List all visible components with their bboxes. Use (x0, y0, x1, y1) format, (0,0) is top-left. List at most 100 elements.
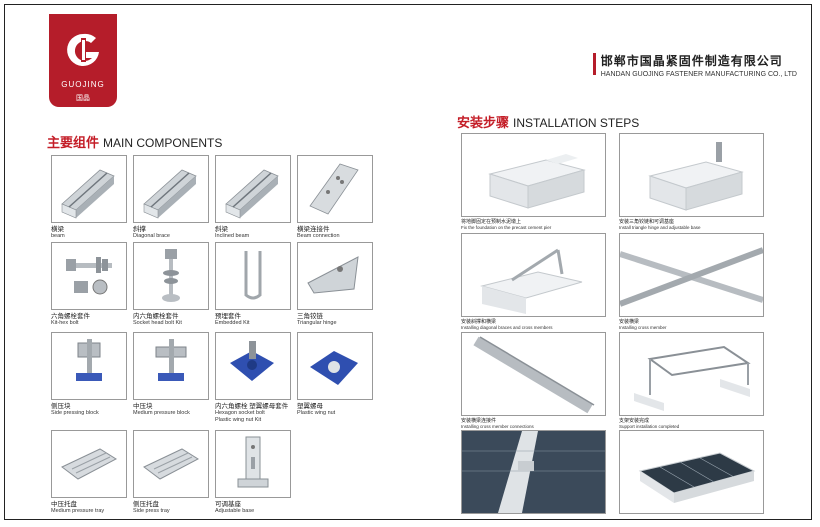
component-name-cn: 侧压块 (51, 403, 71, 410)
c-channel-icon (51, 155, 127, 223)
company-name-block: 邯郸市国晶紧固件制造有限公司 HANDAN GUOJING FASTENER M… (592, 52, 797, 78)
logo-text-cn: 国晶 (76, 95, 90, 102)
component-name-en: Diagonal brace (133, 233, 170, 239)
wing-nut-kit-icon (215, 332, 291, 400)
step-caption-en: Installing diagonal braces and cross mem… (461, 325, 553, 330)
logo-text-en: GUOJING (61, 80, 105, 89)
component-name-en: Side press tray (133, 508, 170, 514)
component-name-cn: 六角螺栓套件 (51, 313, 90, 320)
tray-icon (133, 430, 209, 498)
rail-connection-icon (461, 332, 606, 416)
install-step-card (619, 430, 764, 514)
component-name-cn: 中压块 (133, 403, 153, 410)
component-name-cn: 斜梁 (215, 226, 228, 233)
cement-pier-icon (461, 133, 606, 217)
component-name-cn: 预埋套件 (215, 313, 241, 320)
step-caption-cn: 支架安装完成 (619, 418, 650, 424)
company-name-en: HANDAN GUOJING FASTENER MANUFACTURING CO… (600, 71, 797, 78)
step-caption-cn: 安装斜撑和横梁 (461, 319, 497, 325)
plastic-wing-nut-icon (297, 332, 373, 400)
accent-bar (592, 53, 596, 75)
component-name-cn: 横梁连接件 (297, 226, 330, 233)
completed-frame-icon (619, 332, 764, 416)
pier-with-base-icon (619, 133, 764, 217)
hex-bolt-icon (51, 242, 127, 310)
component-name-en: Plastic wing nut (297, 410, 336, 416)
c-channel-icon (215, 155, 291, 223)
component-name-cn: 可调基座 (215, 501, 241, 508)
component-name-cn: 横梁 (51, 226, 64, 233)
solar-array-icon (619, 430, 764, 514)
side-clamp-icon (51, 332, 127, 400)
component-name-cn: 塑翼螺母 (297, 403, 323, 410)
company-name-cn: 邯郸市国晶紧固件制造有限公司 (600, 54, 783, 68)
component-name-en: Inclined beam (215, 233, 250, 239)
component-name-en: beam (51, 233, 65, 239)
component-name-cn: 斜撑 (133, 226, 146, 233)
triangular-hinge-icon (297, 242, 373, 310)
step-caption-en: Installing cross member connections (461, 424, 534, 429)
component-name-en: Medium pressure tray (51, 508, 105, 514)
component-name-en-line2: Plastic wing nut Kit (215, 417, 262, 423)
step-caption-en: Install triangle hinge and adjustable ba… (619, 225, 701, 230)
logo-mark-icon (67, 33, 99, 66)
component-name-en: Socket head bolt Kit (133, 320, 182, 326)
component-name-cn: 内六角螺栓套件 (133, 313, 179, 320)
component-name-en: Beam connection (297, 233, 340, 239)
embedded-bolt-icon (215, 242, 291, 310)
step-caption-en: Installing cross member (619, 325, 667, 330)
socket-bolt-icon (133, 242, 209, 310)
company-logo: GUOJING 国晶 (49, 14, 117, 107)
install-step-card (461, 430, 606, 514)
component-name-en: Triangular hinge (297, 320, 337, 326)
step-caption-cn: 安装横梁连接件 (461, 418, 497, 424)
c-channel-icon (133, 155, 209, 223)
panel-clamp-icon (461, 430, 606, 514)
tray-icon (51, 430, 127, 498)
component-name-en: Hexagon socket bolt (215, 410, 265, 416)
component-name-cn: 内六角螺栓 塑翼螺母套件 (215, 403, 289, 410)
step-caption-cn: 将地脚固定在预制水泥墩上 (461, 219, 522, 225)
step-caption-en: Support installation completed (619, 424, 680, 429)
component-name-en: Adjustable base (215, 508, 255, 514)
brochure-page: GUOJING 国晶 邯郸市国晶紧固件制造有限公司 HANDAN GUOJING… (4, 4, 812, 520)
mid-clamp-icon (133, 332, 209, 400)
component-name-en: Side pressing block (51, 410, 99, 416)
braces-on-pier-icon (461, 233, 606, 317)
beam-connector-icon (297, 155, 373, 223)
adjustable-base-icon (215, 430, 291, 498)
step-caption-cn: 安装三角铰链和可调基座 (619, 219, 675, 225)
step-caption-cn: 安装横梁 (619, 319, 640, 325)
component-name-en: Kit-hex bolt (51, 320, 79, 326)
component-name-en: Medium pressure block (133, 410, 190, 416)
cross-member-icon (619, 233, 764, 317)
step-caption-en: Fix the foundation on the precast cement… (461, 225, 552, 230)
component-name-en: Embedded Kit (215, 320, 250, 326)
component-name-cn: 三角铰链 (297, 313, 323, 320)
component-name-cn: 侧压托盘 (133, 501, 159, 508)
component-name-cn: 中压托盘 (51, 501, 77, 508)
